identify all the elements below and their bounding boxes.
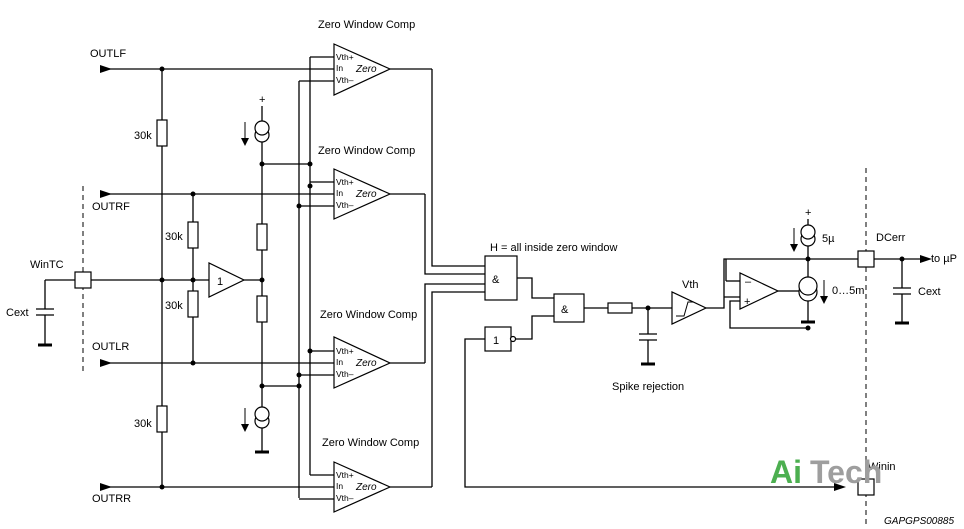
buffer-amplifier: [208, 262, 262, 298]
opamp-plus: +: [744, 296, 750, 308]
schmitt-label: Vth: [682, 279, 699, 291]
opamp-minus: –: [745, 276, 752, 288]
comp-2-vthminus: Vth–: [336, 200, 354, 210]
cext-right-label: Cext: [918, 286, 941, 298]
to-up-label: to µP: [931, 253, 957, 265]
resistor-label-1: 30k: [134, 130, 152, 142]
comp-3-vthplus: Vth+: [336, 346, 354, 356]
aitech-watermark-logo: Ai Tech: [770, 454, 882, 490]
not-gate-label: 1: [493, 335, 499, 347]
logic-note: H = all inside zero window: [490, 242, 618, 254]
resistor-30k-mid-top: [187, 221, 199, 249]
schmitt-trigger: [671, 258, 860, 325]
outlf-label: OUTLF: [90, 48, 126, 60]
comp-1-vthplus: Vth+: [336, 52, 354, 62]
comp-3-title: Zero Window Comp: [320, 309, 417, 321]
winin-pin: [857, 478, 875, 496]
not-gate: [464, 315, 846, 491]
comp-2-in: In: [336, 188, 343, 198]
resistor-30k-mid-bottom: [187, 290, 199, 318]
buffer-label: 1: [217, 276, 223, 288]
comp-1-in: In: [336, 63, 343, 73]
comp-3-in: In: [336, 357, 343, 367]
resistor-30k-bottom: [156, 405, 168, 433]
zero-window-comp-4: [299, 386, 432, 513]
spike-rejection-filter: [607, 302, 672, 366]
current-0-5m-label: 0…5m: [832, 285, 864, 297]
top-plus-label: +: [805, 207, 811, 219]
reference-ladder: +: [241, 57, 313, 498]
comp-3-vthminus: Vth–: [336, 369, 354, 379]
svg-text:Ai: Ai: [770, 454, 802, 490]
dcerr-pin: [857, 250, 875, 268]
and-gate-1-label: &: [492, 274, 500, 286]
resistor-label-2: 30k: [165, 231, 183, 243]
comp-1-zero: Zero: [355, 64, 377, 75]
dcerr-output: [874, 255, 932, 325]
svg-text:Tech: Tech: [810, 454, 882, 490]
zero-window-comp-3: [296, 336, 425, 389]
left-resistor-chain: [156, 66, 168, 490]
winin-label: Winin: [868, 461, 896, 473]
wintc-pin: [74, 271, 92, 289]
outrf-label: OUTRF: [92, 201, 130, 213]
zero-window-comp-1: [299, 43, 432, 189]
and-gate-2-label: &: [561, 304, 569, 316]
cext-left-capacitor: [36, 279, 75, 347]
comp-2-title: Zero Window Comp: [318, 145, 415, 157]
cext-left-label: Cext: [6, 307, 29, 319]
comp-4-in: In: [336, 481, 343, 491]
comp-3-zero: Zero: [355, 358, 377, 369]
and-gate-1: [484, 255, 554, 301]
ref-resistor-top: [256, 223, 268, 251]
wintc-label: WinTC: [30, 259, 64, 271]
comparator-to-and-wiring: [424, 69, 485, 487]
input-lines: [100, 65, 334, 491]
ref-resistor-bottom: [256, 295, 268, 323]
and-gate-2: [553, 293, 608, 323]
comp-4-zero: Zero: [355, 482, 377, 493]
output-opamp: [725, 259, 808, 329]
comp-2-vthplus: Vth+: [336, 177, 354, 187]
output-current-sources: [790, 219, 828, 331]
document-code: GAPGPS00885: [884, 516, 954, 527]
dcerr-label: DCerr: [876, 232, 906, 244]
resistor-30k-top: [156, 119, 168, 147]
outrr-label: OUTRR: [92, 493, 131, 505]
resistor-label-3: 30k: [165, 300, 183, 312]
comp-4-title: Zero Window Comp: [322, 437, 419, 449]
outlr-label: OUTLR: [92, 341, 129, 353]
middle-resistor-chain: [187, 191, 199, 366]
comp-2-zero: Zero: [355, 189, 377, 200]
spike-rejection-label: Spike rejection: [612, 381, 684, 393]
ref-plus-label: +: [259, 94, 265, 106]
resistor-label-4: 30k: [134, 418, 152, 430]
zero-window-comp-2: [296, 168, 425, 220]
comp-4-vthminus: Vth–: [336, 493, 354, 503]
comp-1-title: Zero Window Comp: [318, 19, 415, 31]
current-5u-label: 5µ: [822, 233, 835, 245]
comp-1-vthminus: Vth–: [336, 75, 354, 85]
comp-4-vthplus: Vth+: [336, 470, 354, 480]
